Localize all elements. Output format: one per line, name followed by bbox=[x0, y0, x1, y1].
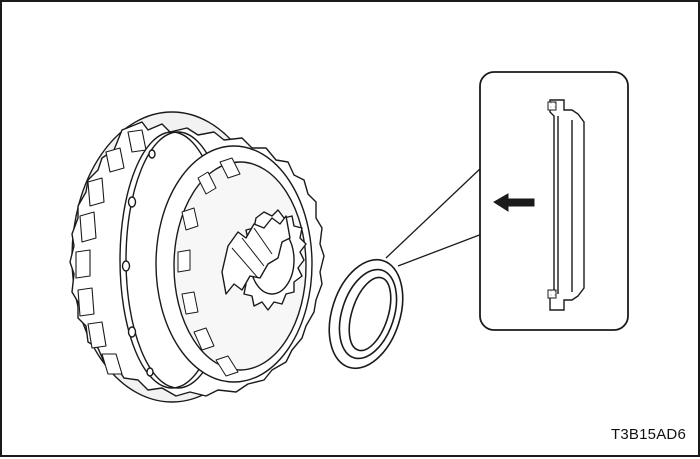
figure-code-label: T3B15AD6 bbox=[611, 426, 686, 443]
clutch-drum bbox=[70, 112, 324, 402]
detail-leader-lines bbox=[386, 167, 482, 266]
oil-seal-ring bbox=[316, 250, 415, 378]
